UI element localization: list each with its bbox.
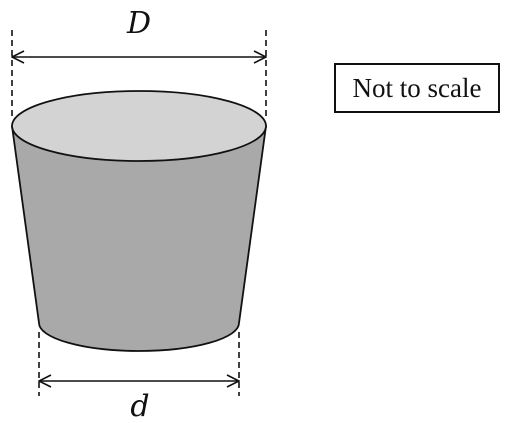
top-diameter-label: D — [126, 6, 151, 41]
not-to-scale-label: Not to scale — [352, 72, 482, 103]
frustum-top-ellipse — [11, 90, 267, 162]
not-to-scale-box: Not to scale — [334, 63, 500, 113]
bottom-diameter-label: d — [130, 389, 149, 423]
frustum-body — [11, 125, 267, 352]
